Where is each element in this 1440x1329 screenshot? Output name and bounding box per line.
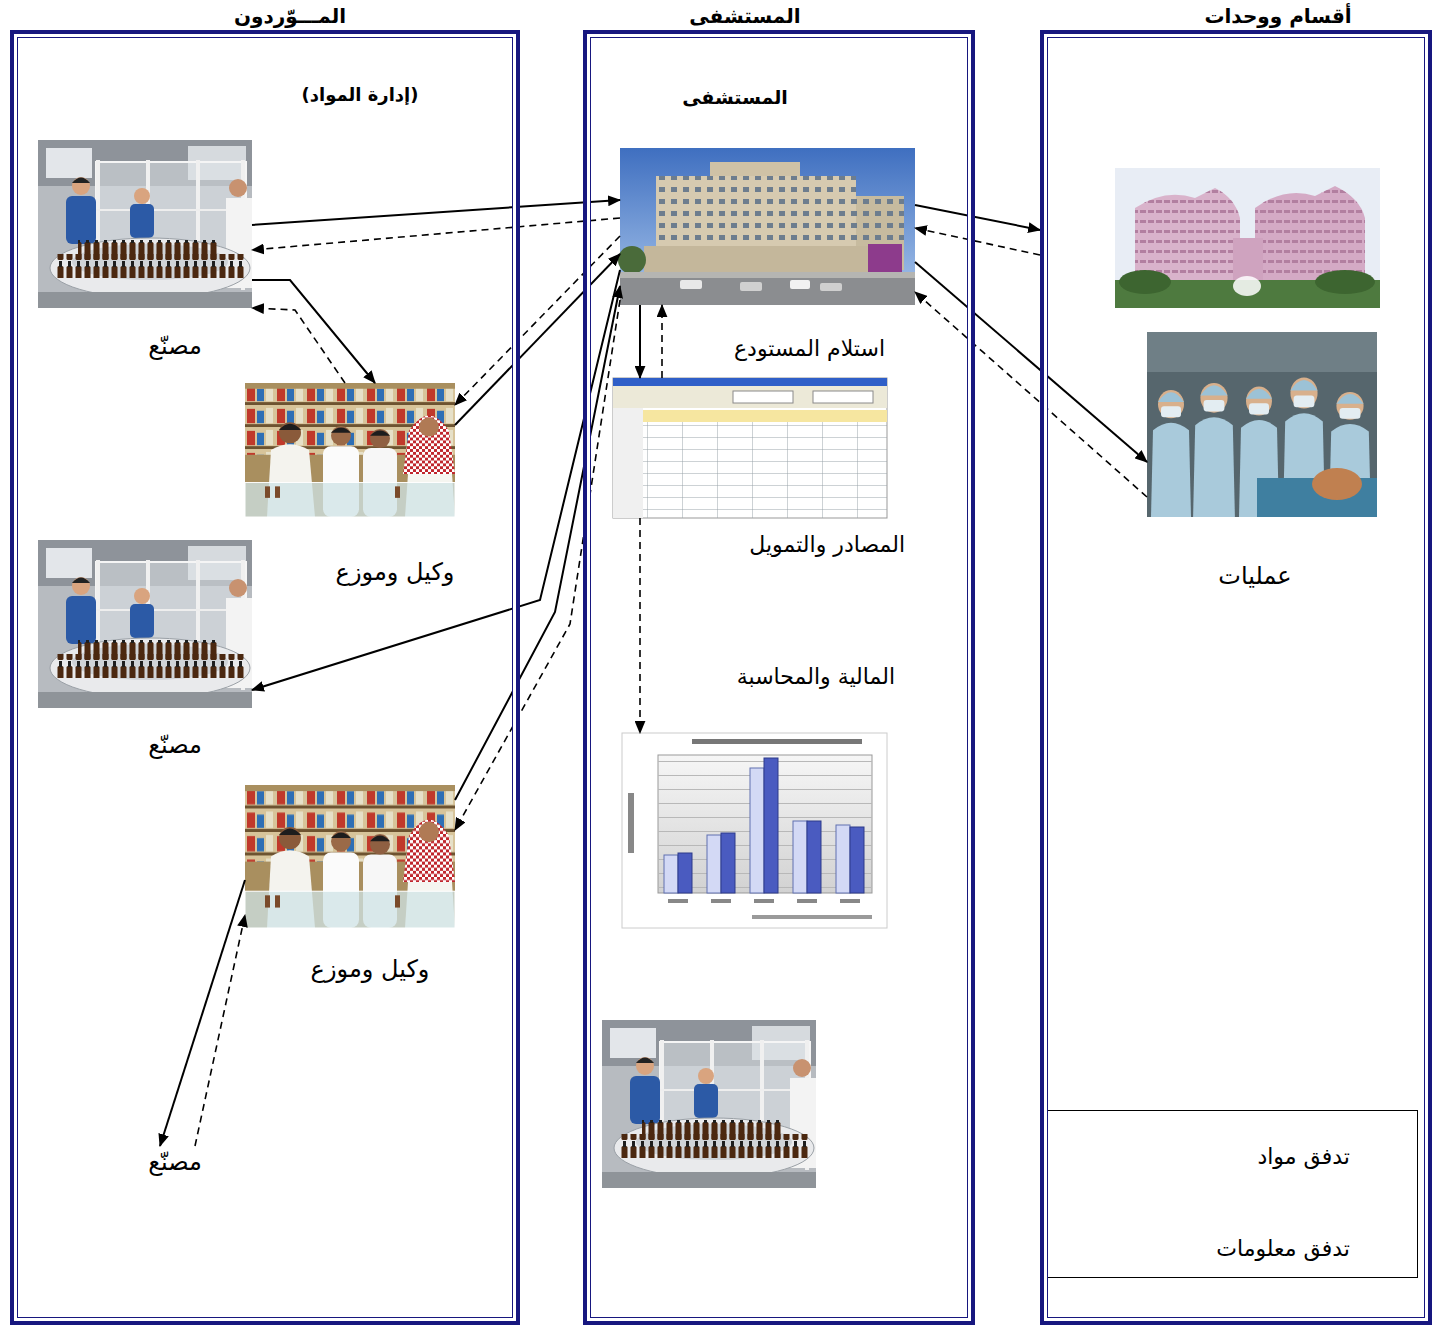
operating-room-photo: [1147, 332, 1377, 517]
panel-heading: المـــوّردون: [228, 4, 352, 28]
information-flow-arrow: [639, 518, 641, 733]
node-label: المستشفى: [682, 86, 788, 109]
node-label: مصنّع: [148, 332, 202, 361]
manufacturer-node: مصنّع: [38, 540, 252, 708]
node-label: وكيل وموزع: [311, 955, 430, 984]
information-flow-arrow: [915, 228, 1040, 255]
material-flow-arrow: [915, 262, 1147, 462]
node-label: وكيل وموزع: [336, 558, 455, 587]
node-label: (إدارة المواد): [302, 84, 419, 106]
warehouse-node: استلام المستودعالمصادر والتمويل: [613, 378, 887, 518]
legend-label: تدفق معلومات: [1216, 1236, 1350, 1262]
hospital-panel: المستشفىاستلام المستودعالمصادر والتمويلا…: [583, 30, 975, 1325]
node-label: عمليات: [1218, 562, 1291, 591]
legend-box: تدفق مواد تدفق معلومات: [1045, 1110, 1418, 1278]
information-flow-arrow: [252, 218, 620, 250]
departments-panel: عملياتأقسام ووحدات: [1040, 30, 1432, 1325]
information-flow-arrow: [195, 915, 245, 1146]
factory-photo: [38, 140, 252, 308]
information-flow-arrow: [252, 308, 345, 383]
factory-photo: [38, 540, 252, 708]
material-flow-arrow: [252, 270, 620, 690]
panel-heading: المستشفى: [683, 4, 806, 28]
distributor-node: وكيل وموزع: [245, 383, 455, 517]
material-flow-arrow: [455, 286, 620, 800]
finance-chart: [622, 733, 887, 928]
material-flow-arrow: [639, 305, 641, 378]
material-flow-arrow: [455, 254, 620, 425]
material-flow-arrow: [252, 280, 375, 383]
node-label: مصنّع: [144, 1146, 206, 1179]
department-building-photo: [1115, 168, 1380, 308]
warehouse-screenshot: [613, 378, 887, 518]
factory-photo: [602, 1020, 816, 1188]
hospital-photo: [618, 148, 915, 305]
information-flow-arrow: [661, 305, 663, 378]
distributor-photo: [245, 785, 455, 928]
finance-node: المالية والمحاسبة: [622, 733, 887, 928]
legend-label: تدفق مواد: [1257, 1144, 1350, 1170]
operations-node: عمليات: [1147, 332, 1377, 517]
information-flow-arrow: [455, 300, 620, 830]
distributor-photo: [245, 383, 455, 517]
manufacturer-node: مصنّع: [144, 1146, 206, 1179]
suppliers-panel: مصنّعوكيل وموزعمصنّعوكيل وموزعمصنّعالمــ…: [10, 30, 520, 1325]
node-label: المصادر والتمويل: [749, 532, 905, 558]
node-label: استلام المستودع: [734, 336, 885, 362]
node-label: المالية والمحاسبة: [737, 664, 895, 690]
material-flow-arrow: [252, 200, 620, 225]
information-flow-arrow: [455, 236, 620, 405]
material-flow-arrow: [915, 205, 1040, 230]
manufacturer-node: مصنّع: [38, 140, 252, 308]
panel-heading: أقسام ووحدات: [1198, 4, 1357, 28]
node-label: مصنّع: [148, 731, 202, 760]
distributor-node: وكيل وموزع: [245, 785, 455, 928]
information-flow-arrow: [915, 292, 1147, 497]
material-flow-arrow: [160, 880, 245, 1146]
hospital-node: المستشفى: [620, 148, 915, 305]
